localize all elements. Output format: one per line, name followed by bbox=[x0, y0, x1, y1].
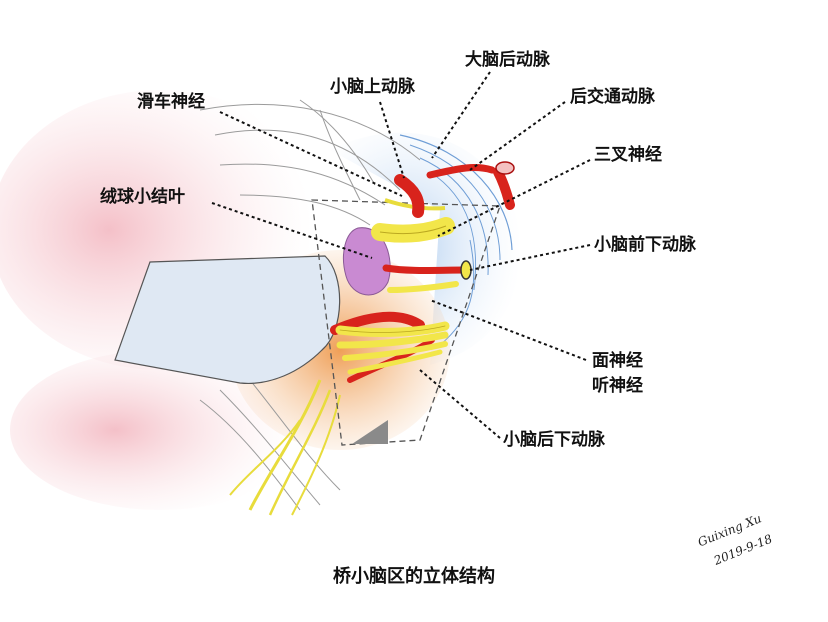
internal-acoustic-meatus bbox=[460, 260, 472, 280]
label-flocculus: 绒球小结叶 bbox=[100, 187, 185, 207]
figure-caption: 桥小脑区的立体结构 bbox=[333, 566, 495, 587]
cube-outline bbox=[311, 199, 501, 446]
arteries bbox=[330, 164, 515, 383]
leader-lines bbox=[211, 71, 591, 439]
lower-rootlets bbox=[199, 379, 341, 516]
trigeminal-nerve-shape bbox=[371, 217, 455, 243]
label-trochlear-nerve: 滑车神经 bbox=[137, 92, 205, 112]
brain-folds bbox=[199, 99, 421, 226]
trochlear-nerve-shape bbox=[384, 198, 446, 211]
cube-shadow bbox=[352, 420, 388, 444]
cerebellum-region bbox=[330, 132, 522, 365]
label-aica: 小脑前下动脉 bbox=[594, 235, 696, 255]
petrous-block bbox=[114, 255, 341, 384]
facial-vestibulocochlear-nerves bbox=[335, 281, 459, 375]
label-pica: 小脑后下动脉 bbox=[503, 430, 605, 450]
label-posterior-communicating-artery: 后交通动脉 bbox=[570, 87, 655, 107]
label-facial-nerve: 面神经 bbox=[592, 351, 643, 371]
label-trigeminal-nerve: 三叉神经 bbox=[594, 145, 662, 165]
label-vestibulocochlear-nerve: 听神经 bbox=[592, 376, 643, 396]
label-posterior-cerebral-artery: 大脑后动脉 bbox=[465, 50, 550, 70]
label-superior-cerebellar-artery: 小脑上动脉 bbox=[330, 77, 415, 97]
posterior-communicating-artery-cut bbox=[495, 161, 515, 175]
